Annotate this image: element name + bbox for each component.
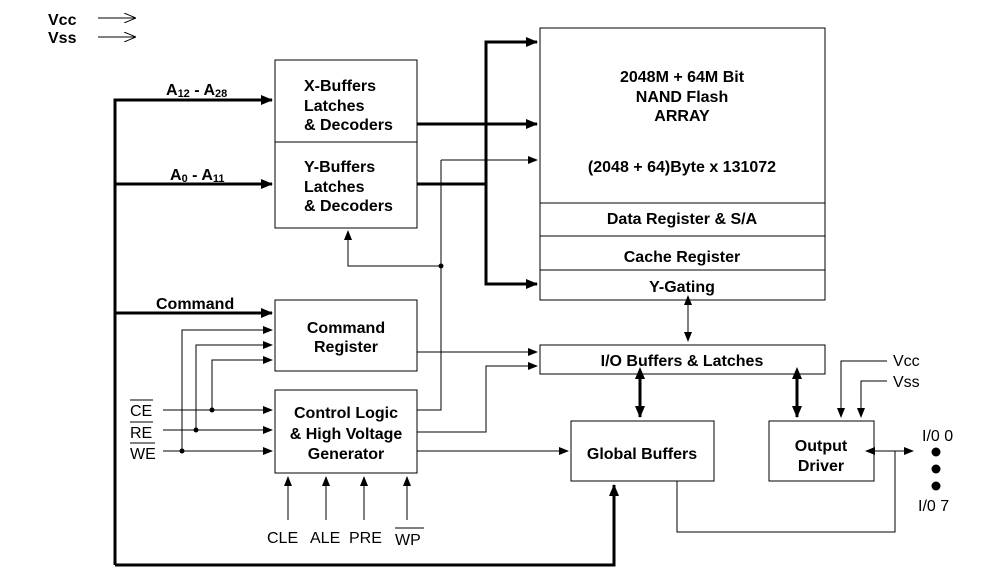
ce-to-command-register xyxy=(211,356,273,410)
command-register-block xyxy=(274,299,418,372)
global-buffers-bus xyxy=(115,484,619,567)
y-gating-label: Y-Gating xyxy=(649,279,715,296)
y-decoder-bus xyxy=(484,40,538,289)
command-register-line-1: Command xyxy=(307,320,385,337)
y-buffers-line-1: Y-Buffers xyxy=(304,159,375,176)
array-line-4: (2048 + 64)Byte x 131072 xyxy=(588,159,776,176)
ce-label: CE xyxy=(130,403,152,420)
y-buffers-block xyxy=(274,141,418,229)
control-logic-line-1: Control Logic xyxy=(294,405,398,422)
ale-label: ALE xyxy=(310,530,340,547)
command-register-line-2: Register xyxy=(314,339,378,356)
vss-to-output xyxy=(857,380,887,418)
x-buffers-line-1: X-Buffers xyxy=(304,78,376,95)
wp-label: WP xyxy=(395,532,421,549)
control-to-y-buffers xyxy=(344,230,441,267)
address-low-label: A0 - A11 xyxy=(170,167,225,185)
y-buffers-line-3: & Decoders xyxy=(304,198,393,215)
vss-output-label: Vss xyxy=(893,374,920,391)
we-label: WE xyxy=(130,446,156,463)
re-label: RE xyxy=(130,425,152,442)
re-junction xyxy=(193,427,199,433)
io-dot-2 xyxy=(931,464,941,474)
vcc-to-output xyxy=(837,360,887,418)
pre-label: PRE xyxy=(349,530,382,547)
global-buffers-block xyxy=(570,420,715,482)
control-logic-line-2: & High Voltage xyxy=(290,426,403,443)
vss-legend-label: Vss xyxy=(48,30,77,47)
ce-junction xyxy=(209,407,215,413)
global-buffers-label: Global Buffers xyxy=(587,446,697,463)
vcc-legend-label: Vcc xyxy=(48,12,77,29)
y-buffers-line-2: Latches xyxy=(304,179,365,196)
cle-label: CLE xyxy=(267,530,298,547)
control-logic-block xyxy=(274,389,418,474)
io7-label: I/0 7 xyxy=(918,498,949,515)
io-dot-3 xyxy=(931,481,941,491)
we-junction xyxy=(179,448,185,454)
we-to-command-register xyxy=(181,326,273,451)
output-driver-line-2: Driver xyxy=(798,458,844,475)
command-label: Command xyxy=(156,296,234,313)
array-line-1: 2048M + 64M Bit xyxy=(620,69,745,86)
array-line-3: ARRAY xyxy=(654,108,710,125)
x-buffers-line-2: Latches xyxy=(304,98,365,115)
io0-label: I/0 0 xyxy=(922,428,953,445)
io-buffers-label: I/O Buffers & Latches xyxy=(601,353,764,370)
address-high-label: A12 - A28 xyxy=(166,82,227,100)
output-driver-line-1: Output xyxy=(795,438,848,455)
global-to-output-loop xyxy=(676,451,896,533)
control-logic-line-3: Generator xyxy=(308,446,384,463)
cache-register-label: Cache Register xyxy=(624,249,741,266)
nand-array-block xyxy=(539,27,826,301)
control-to-io xyxy=(417,362,538,433)
vcc-output-label: Vcc xyxy=(893,353,920,370)
junction-dot xyxy=(438,263,444,269)
control-vertical-line xyxy=(417,160,442,411)
io-buffers-block xyxy=(539,344,826,375)
data-register-label: Data Register & S/A xyxy=(607,211,758,228)
array-line-2: NAND Flash xyxy=(636,89,728,106)
io-dot-1 xyxy=(931,447,941,457)
re-to-command-register xyxy=(195,341,273,430)
x-buffers-line-3: & Decoders xyxy=(304,117,393,134)
address-high-bus xyxy=(113,95,273,565)
x-buffers-block xyxy=(274,59,418,143)
